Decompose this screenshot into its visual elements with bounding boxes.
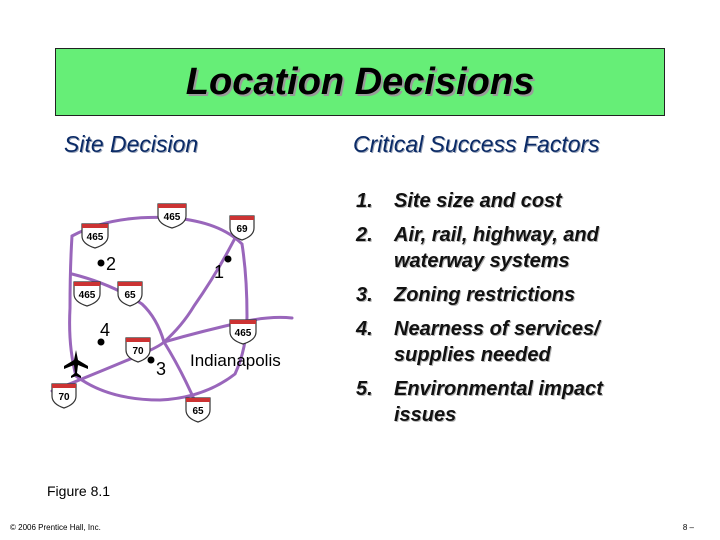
list-text: Environmental impact	[394, 378, 603, 400]
list-text: Air, rail, highway, and	[394, 224, 599, 246]
svg-text:3: 3	[156, 359, 166, 379]
site-marker-3: 3	[147, 356, 166, 379]
list-item: 1. Site size and cost	[356, 188, 696, 214]
list-number: 1.	[356, 190, 373, 212]
success-factors-list: 1. Site size and cost 2. Air, rail, high…	[356, 188, 696, 436]
site-marker-1: 1	[214, 255, 232, 282]
copyright-notice: © 2006 Prentice Hall, Inc.	[10, 523, 101, 532]
figure-caption: Figure 8.1	[47, 483, 111, 499]
highway-shield-70: 70	[125, 337, 151, 363]
list-number: 4.	[356, 318, 373, 340]
svg-text:65: 65	[124, 290, 136, 301]
list-number: 5.	[356, 378, 373, 400]
list-number: 2.	[356, 224, 373, 246]
svg-text:465: 465	[79, 290, 96, 301]
list-text: issues	[394, 404, 457, 426]
svg-text:465: 465	[235, 328, 252, 339]
slide-title: Location Decisions	[185, 60, 535, 103]
svg-text:70: 70	[58, 392, 70, 403]
list-text: waterway systems	[394, 250, 570, 272]
page-number: 8 –	[682, 523, 694, 532]
svg-text:1: 1	[214, 262, 224, 282]
site-marker-4: 4	[97, 320, 110, 346]
list-item: 2. Air, rail, highway, and waterway syste…	[356, 222, 696, 274]
list-text: Zoning restrictions	[394, 284, 576, 306]
highway-shield-65: 65	[117, 281, 143, 307]
svg-text:465: 465	[164, 212, 181, 223]
svg-text:4: 4	[100, 320, 110, 340]
title-banner: Location Decisions	[55, 48, 665, 116]
indianapolis-site-map: 465 69 465 465 65 465 70 70 65	[50, 203, 294, 423]
highway-shield-69: 69	[229, 215, 255, 241]
highway-shield-70: 70	[51, 383, 77, 409]
highway-shield-65: 65	[185, 397, 211, 423]
airplane-icon	[64, 350, 88, 378]
list-item: 3. Zoning restrictions	[356, 282, 696, 308]
svg-text:65: 65	[192, 406, 204, 417]
list-item: 4. Nearness of services/supplies needed	[356, 316, 696, 368]
list-number: 3.	[356, 284, 373, 306]
list-text: Site size and cost	[394, 190, 562, 212]
svg-text:69: 69	[236, 224, 248, 235]
highway-shield-465: 465	[81, 223, 109, 249]
list-text: supplies needed	[394, 344, 551, 366]
list-text: Nearness of services/	[394, 318, 600, 340]
city-label: Indianapolis	[190, 351, 281, 370]
site-marker-2: 2	[97, 254, 116, 274]
road-69	[162, 222, 244, 344]
svg-text:465: 465	[87, 232, 104, 243]
svg-text:70: 70	[132, 346, 144, 357]
highway-shield-465: 465	[157, 203, 187, 229]
critical-success-factors-heading: Critical Success Factors	[353, 131, 600, 157]
highway-shield-465: 465	[229, 319, 257, 345]
site-decision-heading: Site Decision	[64, 131, 199, 157]
road-65-north	[70, 272, 166, 344]
highway-shield-465: 465	[73, 281, 101, 307]
svg-text:2: 2	[106, 254, 116, 274]
list-item: 5. Environmental impact issues	[356, 376, 696, 428]
